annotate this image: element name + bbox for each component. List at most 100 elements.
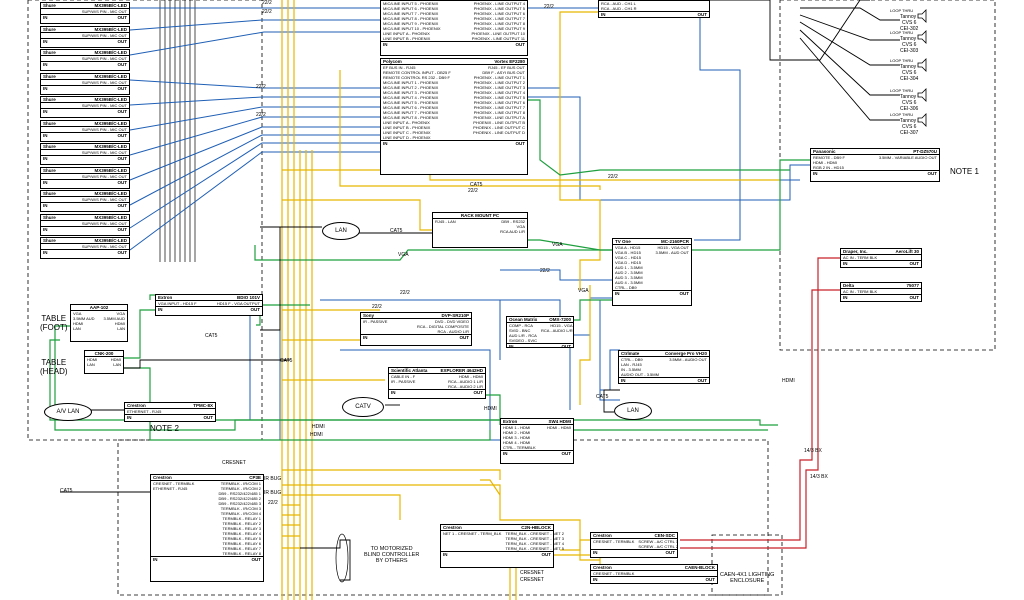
port-label: REMOTE CONTROL RS 232 - DB9 F — [383, 75, 450, 80]
port-label: MIC/LINE INPUT 2 - PHOENIX — [383, 85, 439, 90]
port-label: DB9 - RS232/422/485 2 — [218, 496, 261, 501]
port-label: HDMI 1 - HDMI — [503, 425, 531, 430]
cable-label: VGA — [398, 252, 409, 258]
cable-label: CRESNET — [222, 460, 246, 466]
port-label: VGA — [116, 311, 125, 316]
out-label: OUT — [117, 132, 128, 138]
port-label: IR - PASSIVE — [391, 379, 416, 384]
port-label: MIC/LINE INPUT 5 - PHOENIX — [383, 1, 439, 6]
loop-thru-label: LOOP THRU — [890, 8, 914, 13]
polycom-top-box[interactable]: MIC/LINE INPUT 5 - PHOENIX MIC/LINE INPUT… — [380, 0, 528, 56]
out-label: OUT — [117, 179, 128, 185]
port-label: TERMBLK - RELAY 4 — [222, 531, 261, 536]
port-label: TERM_BLK - CRESNET - NET 4 — [505, 541, 564, 546]
cable-label: VGA — [578, 288, 589, 294]
cable-label: 22/2 — [544, 4, 554, 10]
draper-box[interactable]: Draper, Inc.AeroLift 30 AC IN - TERM BLK… — [840, 248, 922, 268]
mic-model: MX395B/C-LED — [94, 144, 127, 149]
mic-brand: Shure — [43, 3, 56, 8]
port-label: RGB 2 IN - HD15 — [813, 165, 844, 170]
port-label: PHOENIX - LINE OUTPUT C — [473, 125, 525, 130]
port-label: TERMBLK - IR/COM 4 — [220, 511, 261, 516]
port-label: TERM_BLK - CRESNET - NET 2 — [505, 531, 564, 536]
speaker-id: CEI-307 — [900, 130, 919, 136]
mic-model: MX395B/C-LED — [94, 26, 127, 32]
port-label: PHOENIX - LINE OUTPUT 7 — [473, 105, 525, 110]
port-label: PHOENIX - LINE OUTPUT 1 — [473, 75, 525, 80]
loop-thru-label: LOOP THRU — [890, 112, 914, 117]
port-label: LINE INPUT B - PHOENIX — [383, 125, 431, 130]
cable-label: CAT5 — [60, 488, 73, 494]
port-label: RCA - AUD - CH1 R — [601, 6, 637, 11]
in-label: IN — [43, 62, 48, 67]
port-label: IN - 3.5MM — [621, 367, 641, 372]
port-label: RCA - AUDIO 2 L/R — [448, 384, 483, 389]
port-label: MIC/LINE INPUT 7 - PHOENIX — [383, 110, 439, 115]
port-label: CTRL - TERMBLK — [503, 445, 536, 450]
port-label: COMP - RCA — [509, 323, 533, 328]
port-label: TERMBLK - RELAY 7 — [222, 546, 261, 551]
port-label: HDMI - HDMI — [459, 374, 483, 379]
port-label: TERMBLK - RELAY 5 — [222, 536, 261, 541]
port-label: LINE INPUT A - PHOENIX — [383, 120, 430, 125]
port-label: MIC/LINE INPUT 10 - PHOENIX — [383, 26, 441, 31]
port-label: HDMI — [110, 357, 121, 362]
port-label: CRESNET - TERMBLK — [153, 481, 195, 486]
port-label: HDMI — [73, 321, 84, 326]
speaker-model: CVS 6 — [902, 42, 917, 48]
port-label: PHOENIX - LINE OUTPUT 8 — [473, 21, 525, 26]
port-label: VGA — [73, 311, 82, 316]
note-1: NOTE 1 — [950, 167, 979, 176]
mic-port: SUP/W/S PIN - MIC OUT — [81, 220, 127, 226]
mic-model: MX395B/C-LED — [94, 214, 127, 220]
speaker-brand: Tannoy — [900, 118, 917, 124]
port-label: REMOTE CONTROL INPUT - DB25 F — [383, 70, 451, 75]
port-label: TERMBLK - IR/COM 3 — [220, 506, 261, 511]
port-label: VGA C - HD15 — [615, 255, 642, 260]
cable-label: IR BUG — [264, 476, 282, 482]
port-label: DB9 - RS232 — [501, 219, 525, 224]
mic-brand: Shure — [43, 214, 56, 220]
speaker-icons — [917, 9, 927, 127]
table-foot-label: TABLE (FOOT) — [40, 314, 68, 332]
speaker-brand: Tannoy — [900, 94, 917, 100]
cable-label: 22/2 — [608, 174, 618, 180]
port-label: SVID - BNC — [509, 328, 531, 333]
port-label: AUD 4 - 3.5MM — [615, 280, 643, 285]
speaker-brand: Tannoy — [900, 36, 917, 42]
in-label: IN — [43, 226, 48, 232]
cable-label: VGA — [552, 242, 563, 248]
out-label: OUT — [117, 62, 128, 67]
port-label: MIC/LINE INPUT 4 - PHOENIX — [383, 95, 439, 100]
